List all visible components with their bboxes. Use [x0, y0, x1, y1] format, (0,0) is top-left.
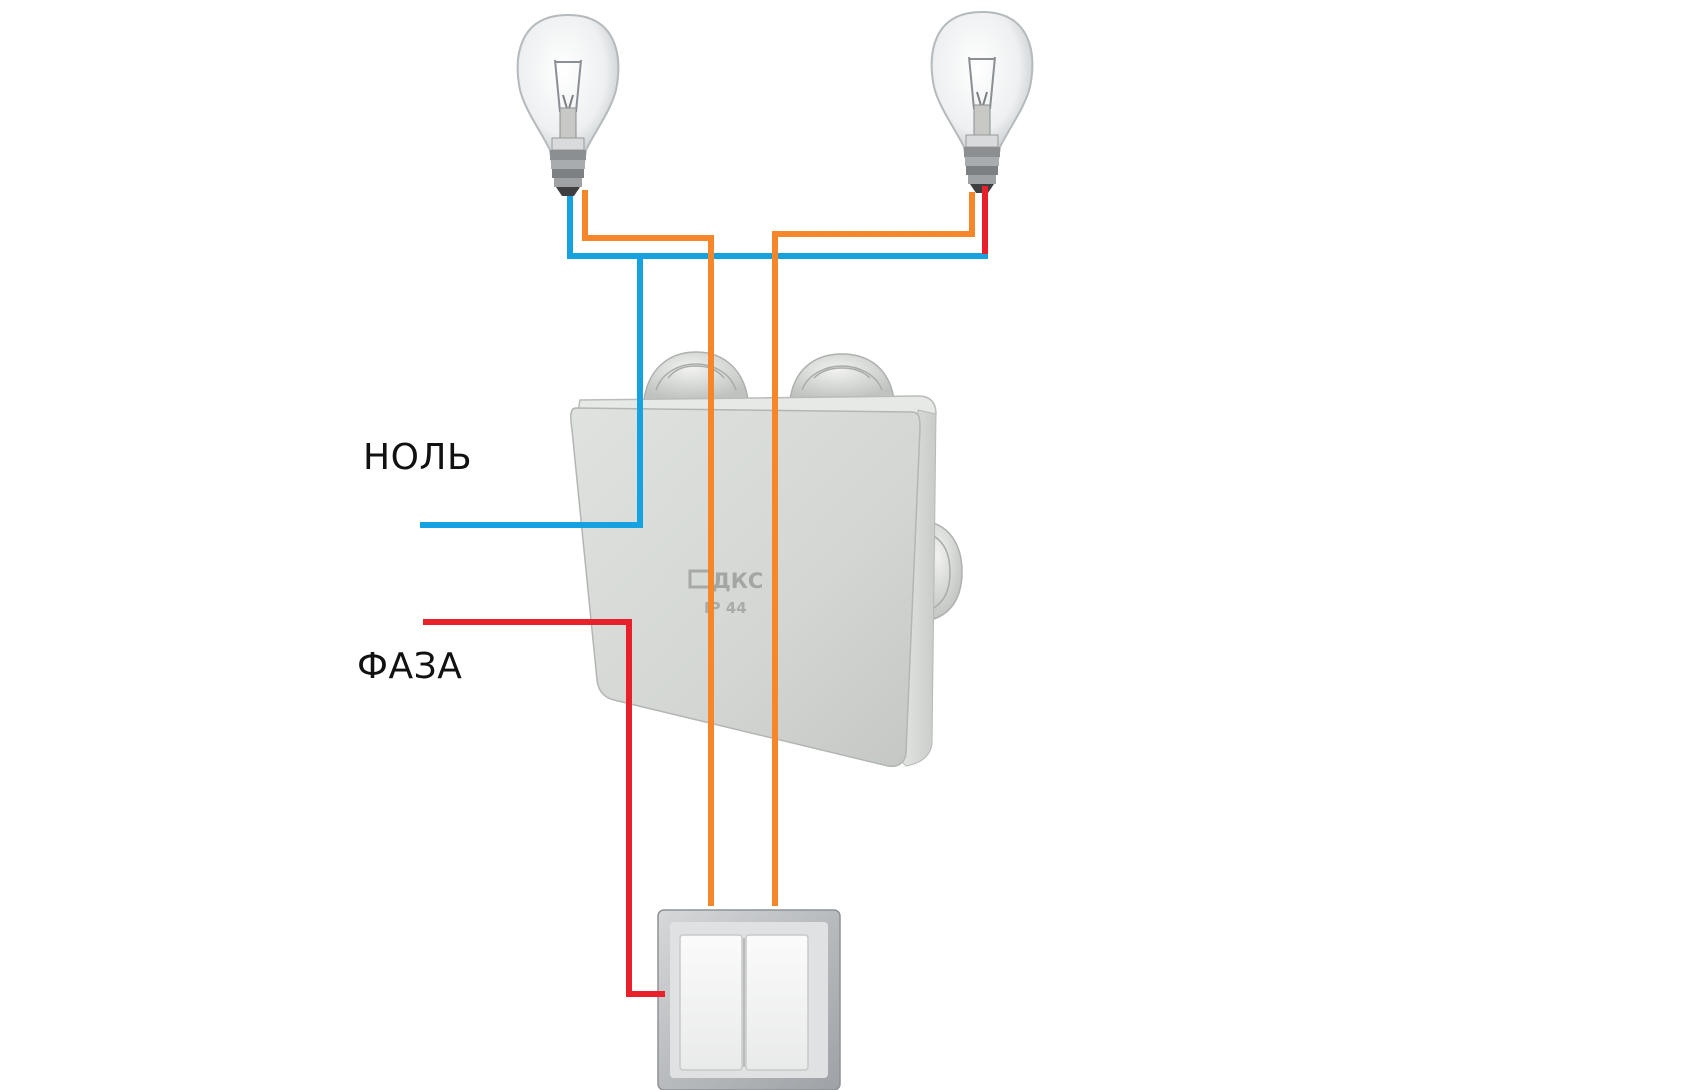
phase-wire — [423, 186, 988, 997]
brand-text: ДКС — [712, 569, 763, 593]
brand-logo: ДКС IP 44 — [688, 569, 763, 617]
switch-key-left — [679, 934, 743, 1071]
switch-key-right — [745, 934, 809, 1071]
light-bulb-icon — [930, 10, 1034, 193]
phase-label: ФАЗА — [357, 646, 463, 687]
junction-box-icon: ДКС IP 44 — [570, 351, 963, 768]
neutral-label: НОЛЬ — [363, 437, 473, 478]
switched-wire-lamp1 — [582, 190, 714, 906]
ip-rating-text: IP 44 — [704, 599, 747, 617]
switched-wire-lamp2 — [772, 192, 975, 906]
light-bulb-icon — [516, 13, 620, 196]
double-switch-icon — [657, 909, 841, 1090]
